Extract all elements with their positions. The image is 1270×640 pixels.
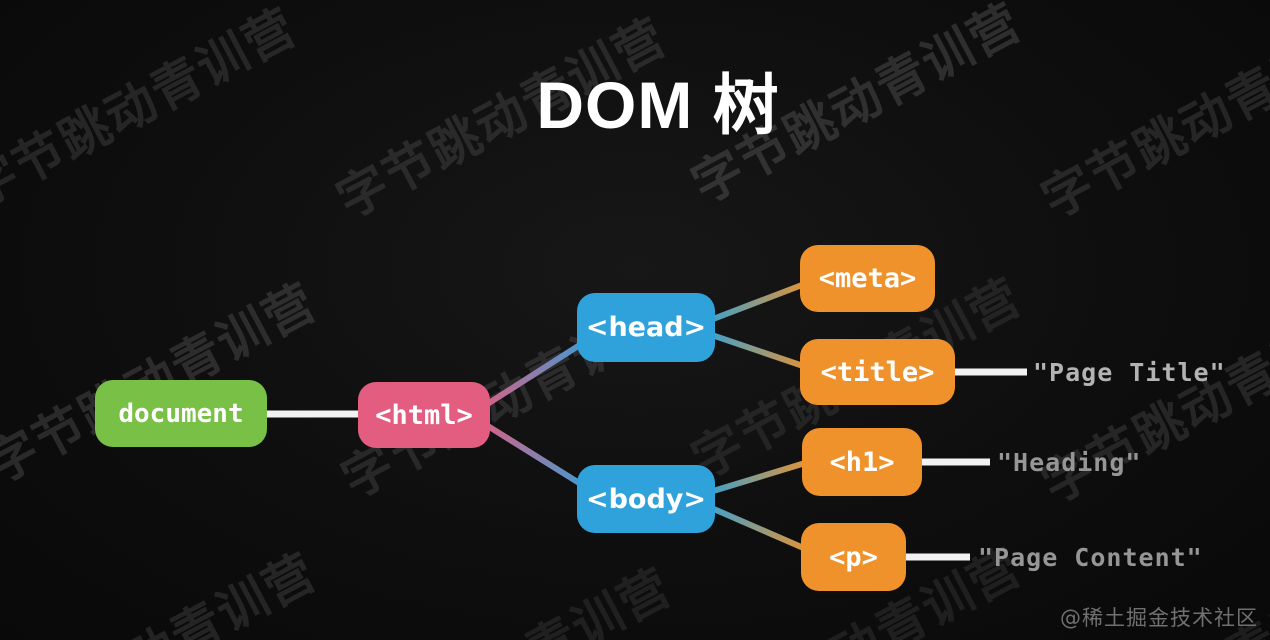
node-document: document	[95, 380, 267, 447]
node-title: <title>	[800, 339, 955, 405]
edge-body-h1	[699, 457, 816, 498]
title-text-value: "Page Title"	[1033, 357, 1226, 387]
edge-head-meta	[698, 277, 817, 327]
community-credit: @稀土掘金技术社区	[1060, 606, 1258, 630]
node-head: <head>	[577, 293, 715, 362]
node-html: <html>	[358, 382, 490, 448]
edge-head-title	[699, 328, 816, 373]
edge-body-p	[698, 500, 817, 556]
node-meta: <meta>	[800, 245, 935, 312]
page-title: DOM 树	[536, 68, 780, 142]
node-body: <body>	[577, 465, 715, 533]
h1-text-value: "Heading"	[997, 447, 1142, 477]
node-h1: <h1>	[802, 428, 922, 496]
node-p: <p>	[801, 523, 906, 591]
p-text-value: "Page Content"	[978, 542, 1203, 572]
